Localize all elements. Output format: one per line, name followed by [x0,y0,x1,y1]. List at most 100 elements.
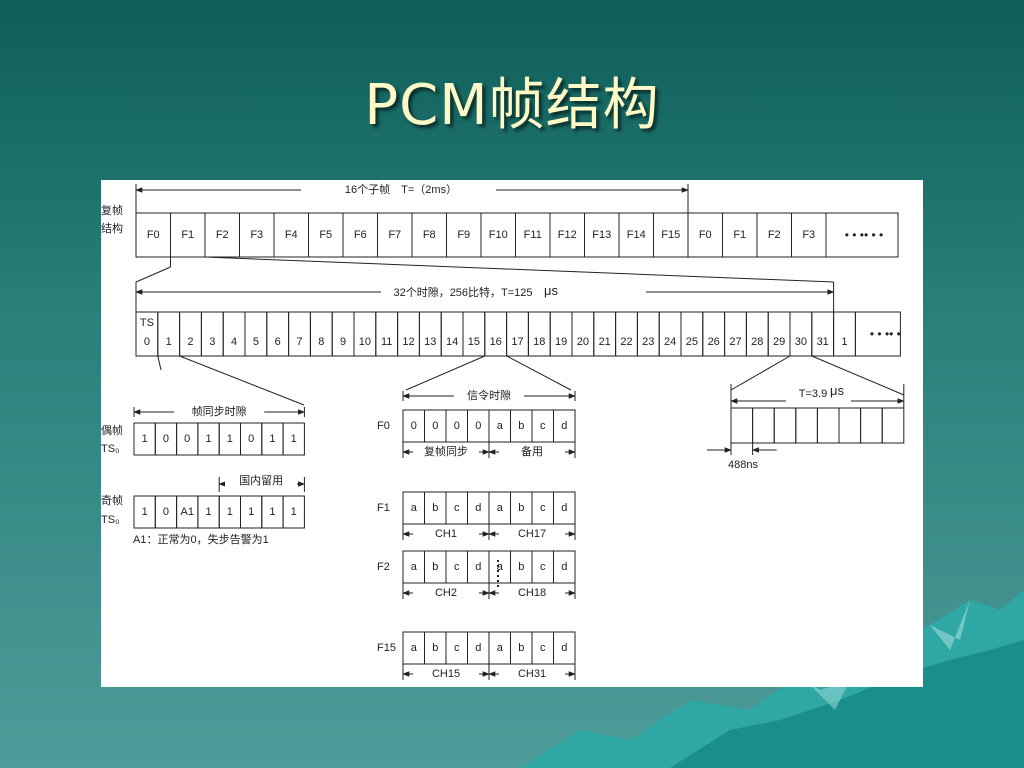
zoom-line-b [135,266,171,283]
signaling-bit-value: a [496,561,503,573]
timeslot-ts-prefix: TS [139,317,154,329]
timeslot-cell [440,311,464,357]
signaling-bit-value: c [454,642,460,654]
zoom-ts30-right [811,355,905,396]
zoom-ts0-right [179,355,305,406]
even-bit-value: 0 [184,433,191,445]
timeslot-number: 30 [794,336,808,348]
timeslot-number: 5 [252,336,259,348]
even-bit-value: 1 [269,433,276,445]
timeslot-cell [549,311,573,357]
odd-bit-value: 1 [226,506,233,518]
signaling-bit-value: d [561,561,568,573]
slot-bit-cell [816,407,840,444]
slot-bit-cell [795,407,818,444]
timeslot-cell [833,311,856,357]
signaling-bit-cell [553,409,576,443]
odd-bit-value: 1 [248,506,255,518]
even-frame-span-label: 帧同步时隙 [191,406,247,418]
signaling-bit-cell [553,631,576,665]
odd-bit-value: 1 [290,506,297,518]
odd-frame-note: A1：正常为0，失步告警为1 [133,534,269,546]
signaling-frame-label: F0 [377,420,390,432]
even-bit-cell [282,422,305,456]
multiframe-cell-label: F3 [802,229,816,241]
timeslot-number: 15 [467,336,481,348]
timeslot-cell [418,311,442,357]
zoom-ts0-left [157,355,162,371]
zoom-ts16-right [506,355,572,391]
multiframe-label-2: 结构 [101,223,123,235]
timeslot-cell [636,311,660,357]
signaling-span-label: 信令时隙 [467,390,511,402]
odd-bit-value: 1 [205,506,212,518]
signaling-bit-value: c [540,502,546,514]
odd-bit-value: 0 [162,506,169,518]
multiframe-cell-label: F0 [698,229,712,241]
signaling-bit-cell [553,491,576,525]
signaling-bit-value: 0 [453,420,460,432]
timeslot-number: 12 [402,336,415,348]
signaling-bit-value: a [496,502,503,514]
timeslot-number: 22 [620,336,633,348]
timeslot-cell [179,311,202,357]
signaling-bit-value: c [454,561,460,573]
timeslot-number: 10 [358,336,372,348]
slot-bit-cell [881,407,905,444]
timeslot-cell [811,311,835,357]
multiframe-cell-label: F10 [488,229,508,241]
timeslot-number: 18 [533,336,546,348]
timeslot-number: 26 [707,336,720,348]
timeslot-trailing-cell [854,311,901,357]
signaling-bit-value: c [540,420,546,432]
multiframe-span-label: 16个子帧 T=（2ms） [344,184,458,196]
odd-frame-span-label: 国内留用 [225,474,298,488]
multiframe-cell-label: F4 [284,229,298,241]
timeslot-number: 25 [685,336,699,348]
multiframe-cell-label: F8 [422,229,436,241]
signaling-left-label: CH15 [413,667,479,681]
slot-bit-cell [730,407,754,444]
timeslot-cell [244,311,268,357]
odd-bit-cell [282,495,305,529]
odd-frame-label-1: 奇帧 [101,495,123,507]
timeslot-cell [571,311,595,357]
signaling-bit-value: c [540,561,546,573]
multiframe-cell-label: F13 [592,229,612,241]
timeslot-cell [462,311,486,357]
timeslot-cell [397,311,420,357]
signaling-bit-value: 0 [475,420,482,432]
multiframe-trailing-cell [825,212,899,258]
timeslot-number: 6 [274,336,281,348]
even-bit-value: 1 [141,433,148,445]
timeslot-number: 23 [642,336,655,348]
multiframe-cell-label: F15 [661,229,681,241]
multiframe-cell-label: F9 [457,229,471,241]
timeslot-number: 0 [143,336,150,348]
multiframe-cell-label: F2 [767,229,781,241]
timeslot-cell [375,311,399,357]
multiframe-cell-label: F12 [557,229,577,241]
signaling-frame-label: F2 [377,561,390,573]
signaling-bit-value: d [475,502,482,514]
timeslot-cell [200,311,224,357]
slot-span-unit: μs [830,383,844,398]
multiframe-label-1: 复帧 [101,205,123,217]
slot-span-label: T=3.9 [798,388,828,400]
odd-frame-label-2: TS₀ [101,514,120,526]
timeslot-cell [266,311,290,357]
timeslot-number: 3 [209,336,216,348]
signaling-bit-value: b [518,561,525,573]
timeslot-number: 13 [424,336,437,348]
signaling-left-label: CH1 [413,527,479,541]
signaling-bit-value: b [432,502,439,514]
signaling-bit-value: d [561,642,568,654]
frame-span-label: 32个时隙，256比特，T=125 [393,287,533,299]
timeslot-cell [745,311,769,357]
signaling-bit-value: 0 [432,420,439,432]
slide-title: PCM帧结构 [364,73,660,138]
signaling-bit-value: a [410,561,417,573]
multiframe-cell-label: F0 [146,229,160,241]
timeslot-number: 14 [445,336,459,348]
